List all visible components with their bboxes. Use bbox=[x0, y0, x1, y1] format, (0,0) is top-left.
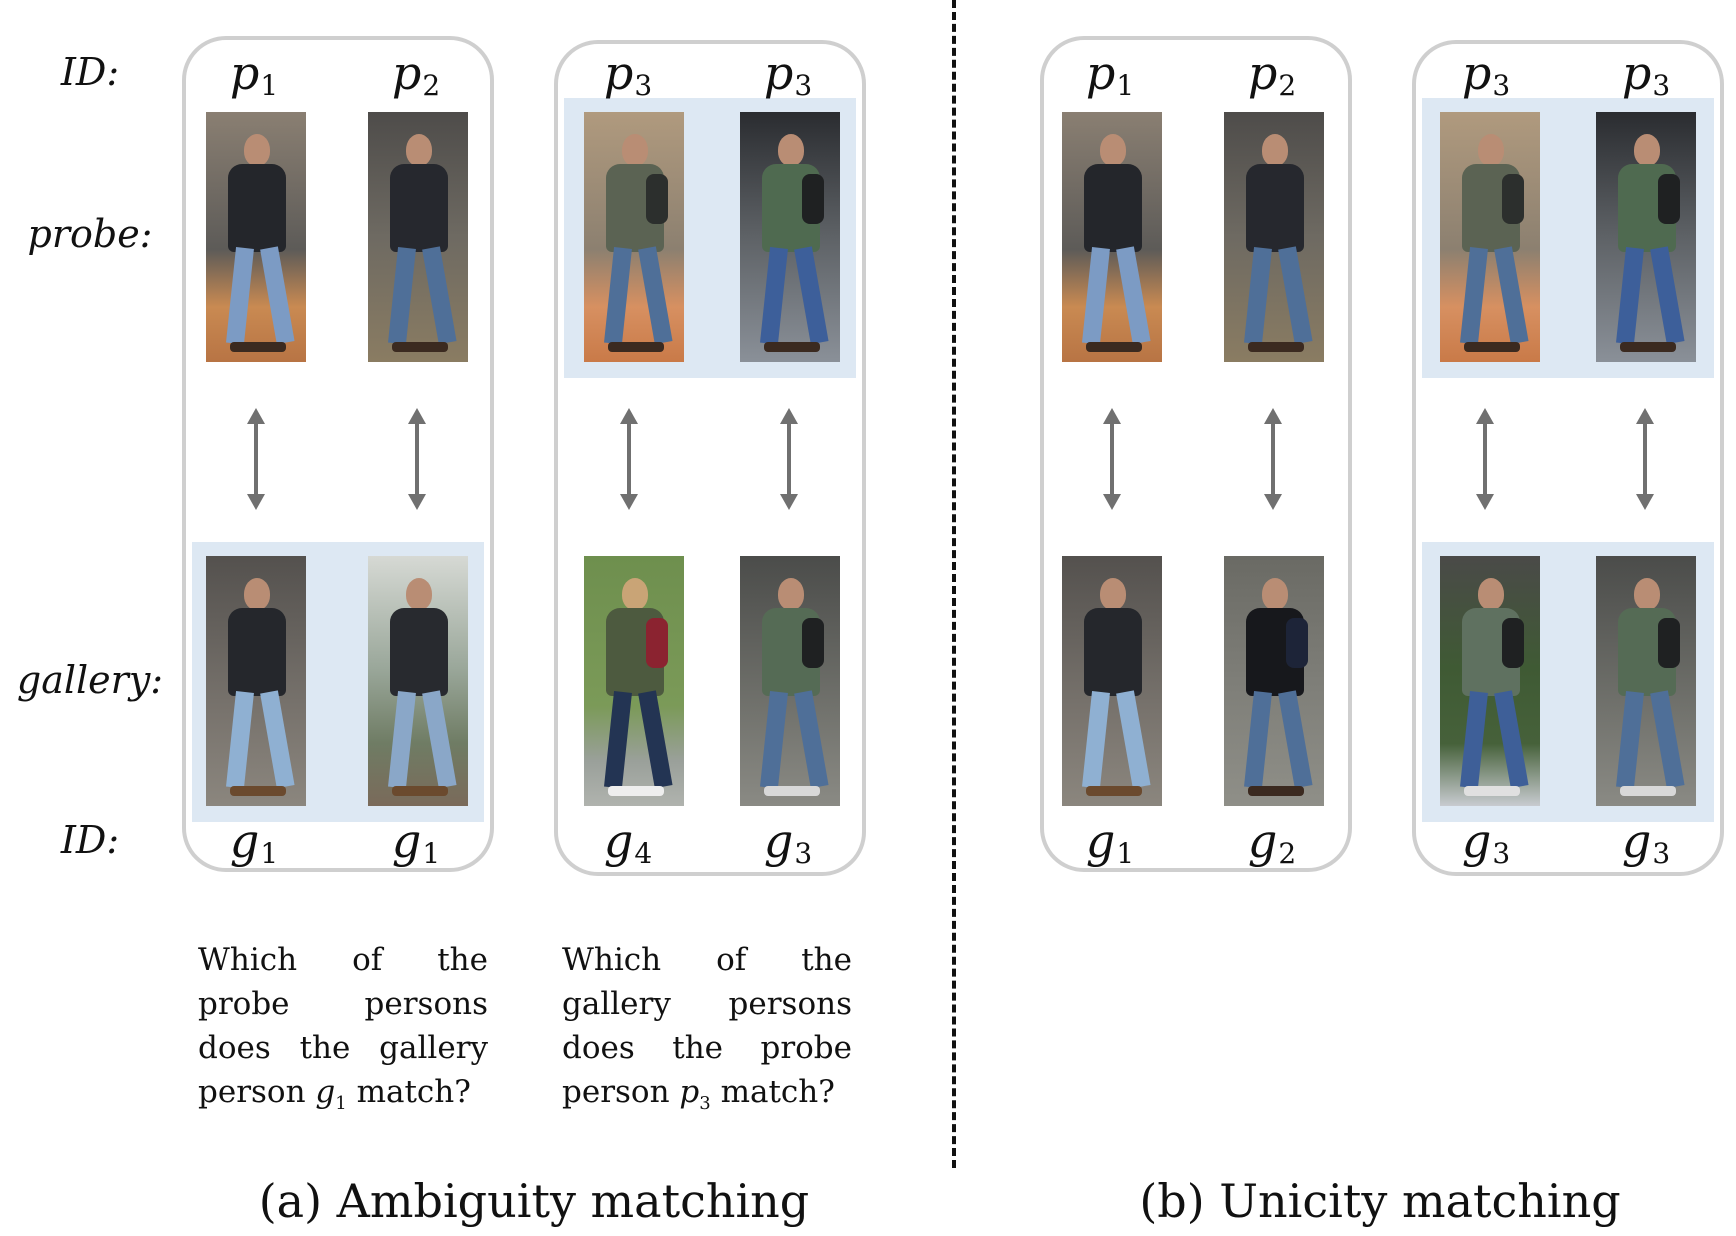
probe-id: p1 bbox=[1085, 46, 1135, 102]
gallery-id: g2 bbox=[1247, 814, 1297, 870]
gallery-id: g4 bbox=[603, 814, 653, 870]
gallery-label: gallery: bbox=[16, 658, 164, 702]
question-ambiguity-gallery: Which of the probe persons does the gall… bbox=[198, 942, 488, 1115]
probe-photo-p1 bbox=[206, 112, 306, 362]
gallery-photo-g3 bbox=[1596, 556, 1696, 806]
gallery-photo-g2 bbox=[1224, 556, 1324, 806]
caption-ambiguity-matching: (a) Ambiguity matching bbox=[258, 1174, 810, 1228]
gallery-id: g3 bbox=[1461, 814, 1511, 870]
double-arrow-icon bbox=[780, 408, 798, 510]
gallery-photo-g3 bbox=[740, 556, 840, 806]
double-arrow-icon bbox=[1476, 408, 1494, 510]
probe-id: p2 bbox=[1247, 46, 1297, 102]
probe-photo-p3 bbox=[740, 112, 840, 362]
id-label-top: ID: bbox=[60, 50, 120, 94]
match-group-3 bbox=[1040, 36, 1352, 872]
probe-id: p3 bbox=[1621, 46, 1671, 102]
probe-id: p2 bbox=[391, 46, 441, 102]
double-arrow-icon bbox=[1636, 408, 1654, 510]
gallery-id: g1 bbox=[1085, 814, 1135, 870]
double-arrow-icon bbox=[247, 408, 265, 510]
gallery-id: g3 bbox=[1621, 814, 1671, 870]
probe-id: p3 bbox=[603, 46, 653, 102]
match-group-2 bbox=[554, 40, 866, 876]
probe-photo-p3 bbox=[1596, 112, 1696, 362]
gallery-photo-g1 bbox=[368, 556, 468, 806]
match-group-4 bbox=[1412, 40, 1724, 876]
gallery-id: g3 bbox=[763, 814, 813, 870]
probe-id: p1 bbox=[229, 46, 279, 102]
question-ambiguity-probe: Which of the gallery persons does the pr… bbox=[562, 942, 852, 1115]
double-arrow-icon bbox=[408, 408, 426, 510]
id-label-bottom: ID: bbox=[60, 818, 120, 862]
gallery-photo-g3 bbox=[1440, 556, 1540, 806]
probe-photo-p2 bbox=[1224, 112, 1324, 362]
match-group-1 bbox=[182, 36, 494, 872]
gallery-photo-g4 bbox=[584, 556, 684, 806]
probe-photo-p2 bbox=[368, 112, 468, 362]
gallery-id: g1 bbox=[229, 814, 279, 870]
probe-photo-p3 bbox=[584, 112, 684, 362]
probe-photo-p1 bbox=[1062, 112, 1162, 362]
probe-photo-p3 bbox=[1440, 112, 1540, 362]
probe-id: p3 bbox=[763, 46, 813, 102]
double-arrow-icon bbox=[1264, 408, 1282, 510]
probe-label: probe: bbox=[27, 212, 153, 256]
gallery-id: g1 bbox=[391, 814, 441, 870]
gallery-photo-g1 bbox=[1062, 556, 1162, 806]
double-arrow-icon bbox=[1103, 408, 1121, 510]
probe-id: p3 bbox=[1461, 46, 1511, 102]
caption-unicity-matching: (b) Unicity matching bbox=[1139, 1174, 1621, 1228]
gallery-photo-g1 bbox=[206, 556, 306, 806]
section-divider bbox=[952, 0, 956, 1168]
double-arrow-icon bbox=[620, 408, 638, 510]
